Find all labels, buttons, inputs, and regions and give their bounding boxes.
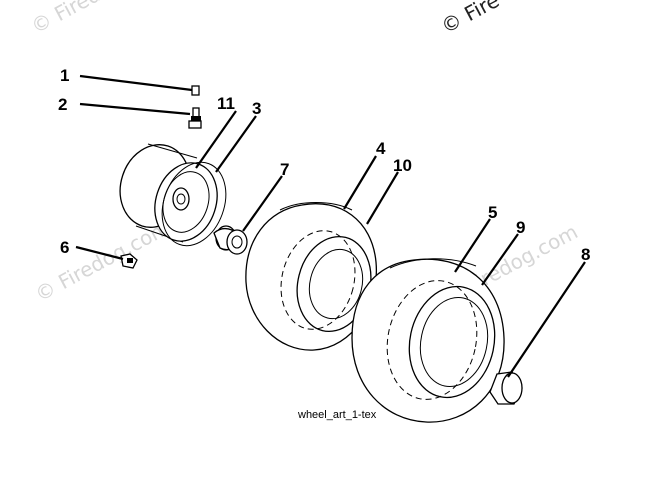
callout-6: 6 [60,238,69,257]
part-valve-stem [188,107,202,129]
callout-3: 3 [252,99,261,118]
part-tire-rear [351,258,505,423]
callout-8: 8 [581,245,590,264]
callout-11: 11 [217,94,235,113]
callout-5: 5 [488,203,497,222]
callout-7: 7 [280,160,289,179]
callout-9: 9 [516,218,525,237]
callout-10: 10 [393,156,412,175]
part-grease-fitting [120,253,138,269]
leader-lines [75,74,586,378]
watermark-middle-left: © Firedog.com [31,215,174,306]
part-rim [119,143,218,243]
part-rim-ring [161,161,227,247]
callout-4: 4 [376,139,386,158]
watermark-top-right: © Fire [437,0,503,38]
watermark-top-left: © Firedog [27,0,126,38]
callout-1: 1 [60,66,69,85]
part-valve-cap [191,85,200,96]
part-bushing [213,225,248,255]
callout-2: 2 [58,95,67,114]
callout-labels: 1 2 11 3 7 4 10 5 9 8 6 [58,66,590,264]
diagram-caption: wheel_art_1-tex [297,409,377,421]
part-tire-front [245,202,377,351]
